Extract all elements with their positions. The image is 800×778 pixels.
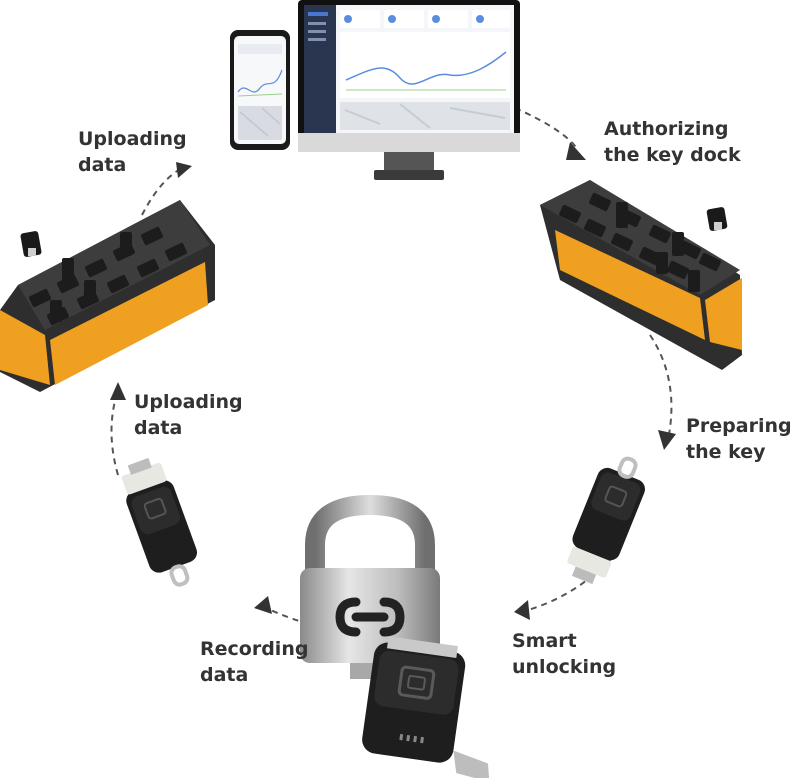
step-label-uploading-data-top: Uploading data [78, 128, 187, 176]
arrow-icon [110, 382, 126, 400]
cycle-arrows [110, 142, 676, 620]
arrow-icon [514, 600, 530, 620]
electronic-key-icon [567, 456, 645, 585]
arrow-icon [566, 142, 586, 160]
step-label-smart-unlocking: Smart unlocking [512, 630, 617, 678]
step-label-uploading-data-left: Uploading data [134, 391, 243, 439]
phone-icon [230, 30, 290, 150]
key-dock-icon [0, 200, 215, 392]
step-label-preparing: Preparing the key [686, 415, 792, 463]
electronic-key-icon [121, 457, 198, 587]
step-label-authorizing: Authorizing the key dock [604, 118, 741, 166]
electronic-key-icon [362, 636, 490, 778]
arrow-icon [658, 430, 676, 450]
monitor-icon [298, 0, 520, 180]
arrow-icon [176, 162, 192, 178]
key-dock-icon [540, 180, 742, 370]
arrow-icon [254, 596, 272, 614]
step-label-recording: Recording data [200, 638, 309, 686]
